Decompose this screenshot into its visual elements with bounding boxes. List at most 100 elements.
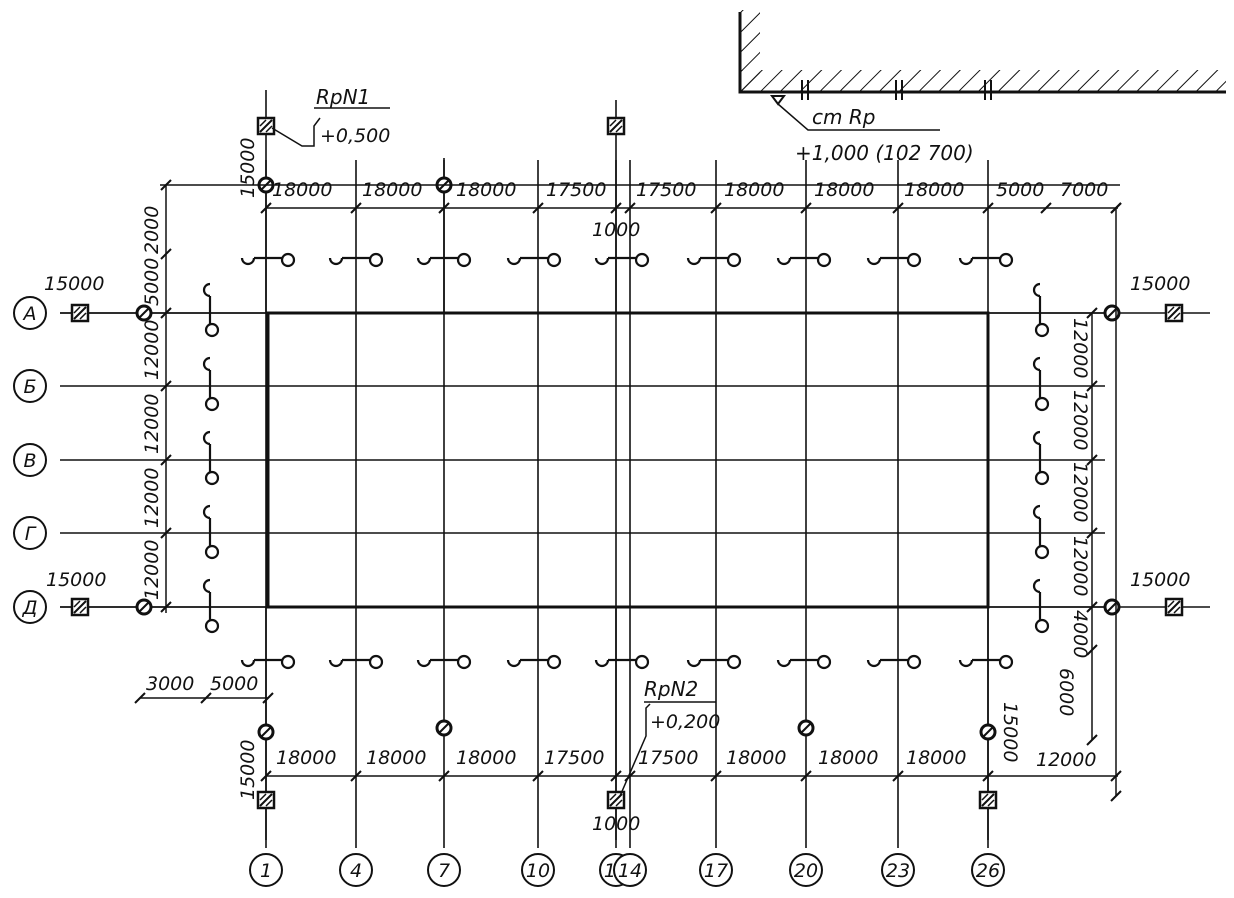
dim-bottom-2: 18000 xyxy=(366,747,426,769)
anchor-symbol xyxy=(686,654,742,670)
row-axis-bubble-3: В xyxy=(13,443,47,477)
anchor-symbol xyxy=(776,654,832,670)
column-axis-label: 23 xyxy=(886,860,910,882)
column-axis-label: 1 xyxy=(260,860,272,882)
construction-benchmark-elevation: +1,000 (102 700) xyxy=(795,141,974,165)
dim-top-6: 18000 xyxy=(724,179,784,201)
dim-left-4: 12000 xyxy=(141,394,163,454)
column-axis-label: 14 xyxy=(618,860,642,882)
benchmark-rp2-name: RpN2 xyxy=(644,677,698,701)
anchor-symbol xyxy=(776,252,832,268)
column-axis-bubbles: 14710131417202326 xyxy=(249,655,1005,887)
anchor-symbol xyxy=(328,252,384,268)
anchor-symbol xyxy=(1032,356,1050,412)
column-axis-label: 20 xyxy=(794,860,818,882)
row-axis-lines xyxy=(60,312,1105,608)
anchor-symbol xyxy=(202,430,220,486)
dimension-lines xyxy=(140,184,1120,796)
survey-point-icon xyxy=(979,723,997,741)
anchor-symbol xyxy=(594,654,650,670)
anchor-symbol xyxy=(240,654,296,670)
top-dimensions: 18000 18000 18000 17500 17500 18000 1800… xyxy=(272,179,1108,241)
dim-right-4: 12000 xyxy=(1069,536,1091,596)
benchmark-rp2: RpN2 +0,200 xyxy=(619,677,720,797)
column-axis-bubble-23: 23 xyxy=(881,853,915,887)
dim-top-2: 18000 xyxy=(362,179,422,201)
dim-bottom-4: 17500 xyxy=(544,747,604,769)
row-axis-label: Д xyxy=(22,597,38,619)
dim-left-3: 12000 xyxy=(141,320,163,380)
column-axis-bubble-14: 14 xyxy=(613,853,647,887)
row-axis-label: А xyxy=(22,303,37,325)
survey-point-icon xyxy=(797,719,815,737)
dim-offset-left-d: 15000 xyxy=(46,569,106,591)
column-axis-lines xyxy=(265,160,989,655)
anchor-symbol xyxy=(328,654,384,670)
anchor-symbol xyxy=(958,252,1014,268)
dim-left-2: 5000 xyxy=(141,258,163,306)
benchmark-square-icon xyxy=(978,790,998,810)
dim-top-10: 7000 xyxy=(1060,179,1108,201)
row-axis-bubble-1: А xyxy=(13,296,47,330)
dim-bottom-left-2: 5000 xyxy=(210,673,258,695)
left-dimensions: 2000 5000 12000 12000 12000 12000 15000 … xyxy=(141,138,259,800)
right-dimensions: 12000 12000 12000 12000 4000 6000 15000 xyxy=(999,318,1091,762)
dimension-ticks xyxy=(134,179,1122,802)
column-axis-bubble-17: 17 xyxy=(699,853,733,887)
anchor-symbol xyxy=(202,356,220,412)
anchor-symbol xyxy=(958,654,1014,670)
row-axis-bubble-2: Б xyxy=(13,369,47,403)
column-axis-bubble-10: 10 xyxy=(521,853,555,887)
row-axis-label: Г xyxy=(25,523,37,545)
dim-right-1: 12000 xyxy=(1069,318,1091,378)
dim-bottom-gap: 1000 xyxy=(592,813,640,835)
survey-point-icon xyxy=(1103,598,1121,616)
dim-bottom-8: 18000 xyxy=(906,747,966,769)
benchmark-square-icon xyxy=(1164,303,1184,323)
dim-right-6: 6000 xyxy=(1055,668,1077,716)
survey-point-icon xyxy=(1103,304,1121,322)
row-axis-label: В xyxy=(23,450,36,472)
anchor-symbol xyxy=(202,504,220,560)
anchor-symbol xyxy=(416,654,472,670)
anchor-symbol xyxy=(866,654,922,670)
benchmark-rp2-elevation: +0,200 xyxy=(650,711,720,733)
benchmark-square-icon xyxy=(1164,597,1184,617)
column-axis-label: 10 xyxy=(526,860,550,882)
dim-offset-bottom-right: 15000 xyxy=(999,702,1021,762)
anchor-symbol xyxy=(416,252,472,268)
dim-right-2: 12000 xyxy=(1069,390,1091,450)
dim-bottom-5: 17500 xyxy=(638,747,698,769)
survey-point-icon xyxy=(135,304,153,322)
benchmark-square-icon xyxy=(606,116,626,136)
benchmark-square-icon xyxy=(70,303,90,323)
dim-offset-bottom-left: 15000 xyxy=(237,740,259,800)
benchmark-rp1: RpN1 +0,500 xyxy=(271,85,390,147)
anchor-symbol xyxy=(686,252,742,268)
benchmark-rp1-elevation: +0,500 xyxy=(320,125,390,147)
column-axis-bubble-26: 26 xyxy=(971,853,1005,887)
anchor-symbol xyxy=(1032,430,1050,486)
axis-extensions xyxy=(60,90,1210,840)
column-axis-bubble-1: 1 xyxy=(249,853,283,887)
column-axis-label: 7 xyxy=(438,860,450,882)
dim-offset-top-left: 15000 xyxy=(237,138,259,198)
anchor-symbol xyxy=(1032,504,1050,560)
dim-offset-right-a: 15000 xyxy=(1130,273,1190,295)
dim-right-3: 12000 xyxy=(1069,462,1091,522)
existing-structure: cm Rp +1,000 (102 700) xyxy=(738,10,1226,165)
anchor-symbol xyxy=(240,252,296,268)
dim-bottom-left-1: 3000 xyxy=(146,673,194,695)
dim-top-5: 17500 xyxy=(636,179,696,201)
dim-top-1: 18000 xyxy=(272,179,332,201)
dim-left-1: 2000 xyxy=(141,206,163,254)
construction-benchmark-name: cm Rp xyxy=(812,105,875,129)
column-axis-label: 17 xyxy=(704,860,728,882)
survey-point-icon xyxy=(257,723,275,741)
survey-point-icon xyxy=(435,719,453,737)
anchor-symbol xyxy=(1032,578,1050,634)
dim-bottom-6: 18000 xyxy=(726,747,786,769)
dim-bottom-7: 18000 xyxy=(818,747,878,769)
benchmark-square-icon xyxy=(256,790,276,810)
column-axis-label: 4 xyxy=(350,860,362,882)
